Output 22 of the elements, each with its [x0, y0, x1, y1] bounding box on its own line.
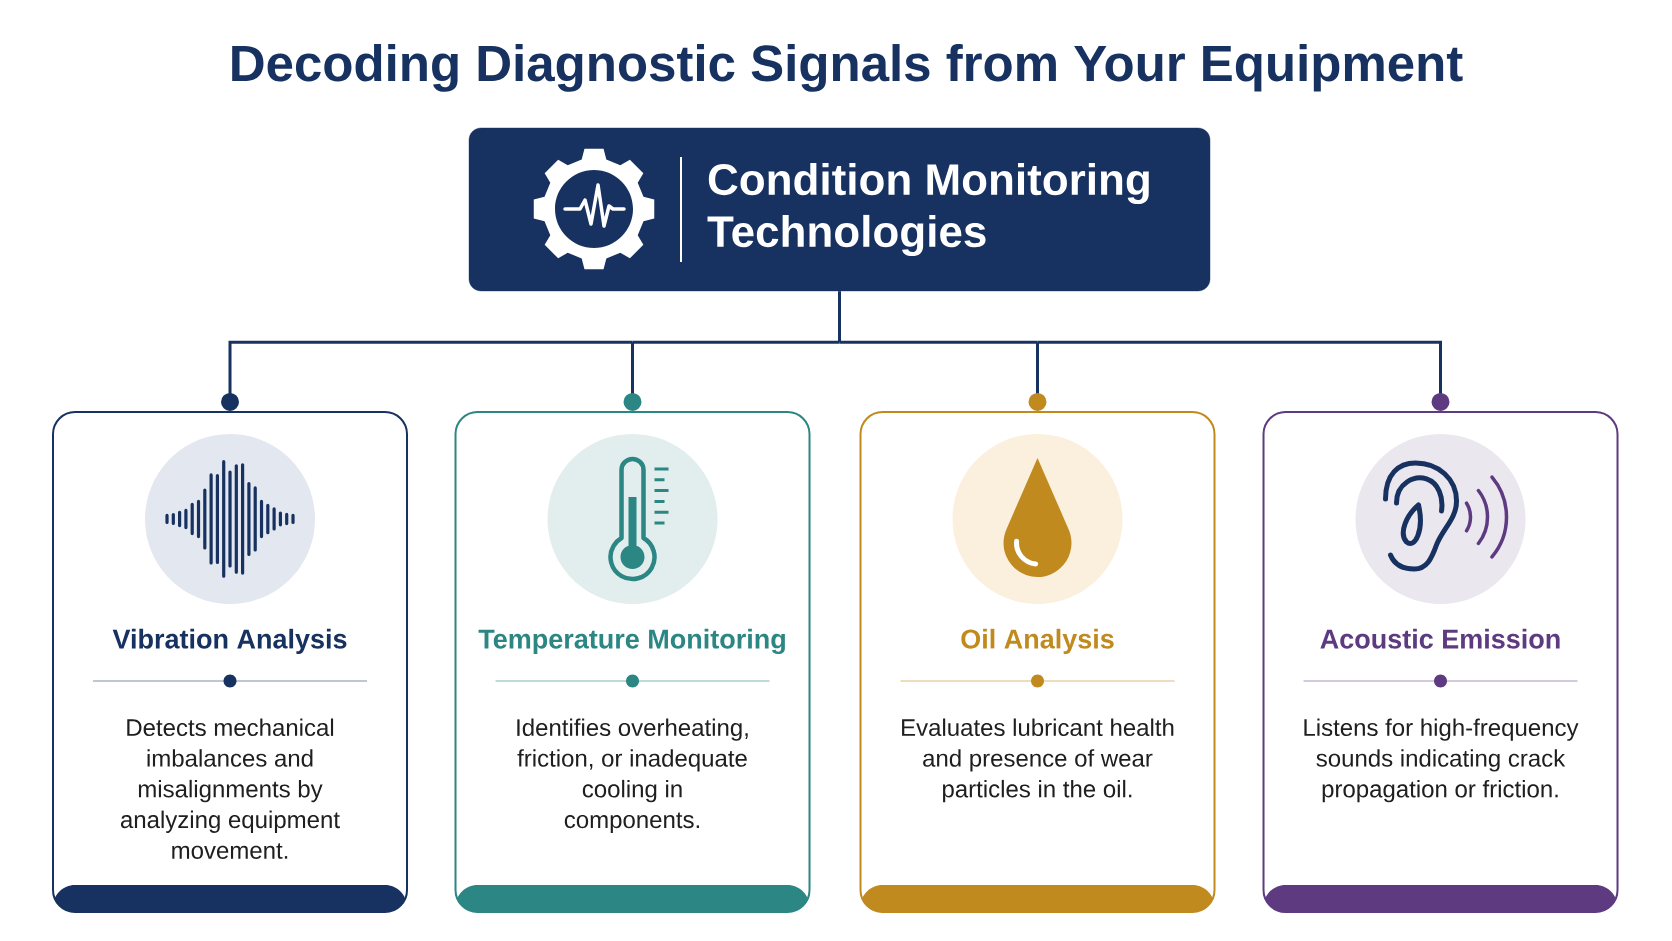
header-box [468, 127, 1211, 292]
card-title: Vibration Analysis [112, 628, 347, 654]
card-description: Identifies overheating, friction, or inadequate cooling in components. [517, 718, 748, 833]
card [1262, 411, 1619, 913]
connector [221, 340, 633, 411]
header-text: Condition Monitoring Technologies [707, 162, 1149, 257]
connector [1037, 340, 1450, 411]
card-title: Oil Analysis [961, 628, 1114, 654]
card [454, 411, 811, 913]
connector [839, 340, 1038, 344]
connector [1028, 342, 1047, 411]
card-title: Temperature Monitoring [478, 628, 785, 655]
connector [838, 291, 841, 343]
card-description: Detects mechanical imbalances and misalignments by analyzing equipment movement. [120, 718, 340, 859]
card-title: Acoustic Emission [1320, 628, 1560, 649]
card-description: Evaluates lubricant health and presence of wear particles in the oil. [902, 718, 1174, 803]
card [859, 411, 1216, 913]
connector [623, 342, 642, 411]
card [52, 411, 408, 913]
connector [632, 340, 840, 344]
card-description: Listens for high-frequency sounds indicating crack propagation or friction. [1304, 718, 1579, 803]
title: Decoding Diagnostic Signals from Your Equipment [232, 44, 1463, 92]
